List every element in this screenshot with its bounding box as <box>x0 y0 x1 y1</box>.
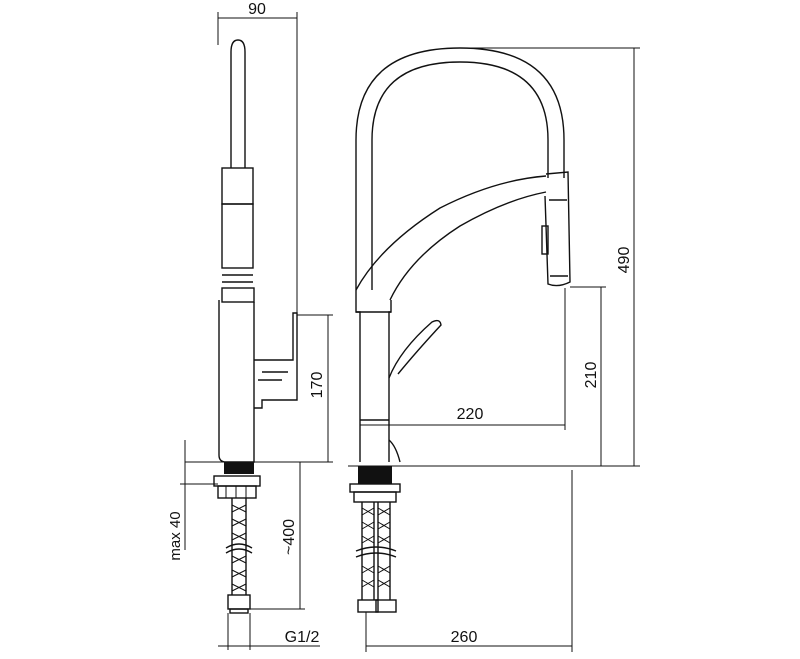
side-hose-break-1 <box>225 543 253 549</box>
side-handle-top <box>230 39 246 168</box>
side-handle-grip-upper <box>221 167 254 205</box>
dim-210-label: 210 <box>583 362 600 389</box>
front-hose-fitting-2 <box>375 599 397 613</box>
dim-260-label: 260 <box>451 629 478 646</box>
front-spout-top <box>355 175 547 291</box>
side-view: 90 170 max 40 <box>167 1 333 650</box>
dim-max40-label: max 40 <box>167 511 184 560</box>
side-handle-collar <box>221 287 255 303</box>
front-spout-bottom <box>389 191 547 301</box>
front-hoses <box>355 502 397 600</box>
front-mount-thread <box>358 466 392 484</box>
side-hose <box>225 498 253 595</box>
front-spray-head-button <box>541 225 549 255</box>
side-hose-break-2 <box>225 548 253 554</box>
side-hose-fitting <box>227 594 251 610</box>
side-lever <box>254 312 298 409</box>
front-arch-outer <box>355 47 565 290</box>
front-hose-fitting-1 <box>357 599 379 613</box>
side-handle-grip-lower <box>221 203 254 269</box>
front-view: 220 210 490 260 <box>348 47 640 652</box>
dim-170-label: 170 <box>309 372 326 399</box>
dim-90-label: 90 <box>248 1 266 18</box>
side-mount-nut-top <box>213 475 261 487</box>
side-hose-braid <box>231 504 247 592</box>
front-mount-nut-top <box>349 483 401 493</box>
side-body-column <box>218 300 255 463</box>
front-arch-inner <box>371 61 549 290</box>
dim-g12-label: G1/2 <box>285 629 320 646</box>
dim-490-label: 490 <box>616 247 633 274</box>
front-lever <box>388 319 442 379</box>
front-spray-head <box>544 171 571 287</box>
front-body-base-flare <box>388 439 401 463</box>
side-mount-nut <box>217 485 257 499</box>
dim-220-label: 220 <box>457 406 484 423</box>
side-mount-thread <box>224 462 254 474</box>
front-hose-braid <box>361 507 391 588</box>
front-mount-nut <box>353 491 397 503</box>
dim-400-label: ~400 <box>281 519 298 555</box>
front-hose-break-2 <box>355 552 397 558</box>
front-hose-break-1 <box>355 546 397 552</box>
front-body-column <box>355 290 392 462</box>
side-hose-fitting-end <box>229 608 249 614</box>
